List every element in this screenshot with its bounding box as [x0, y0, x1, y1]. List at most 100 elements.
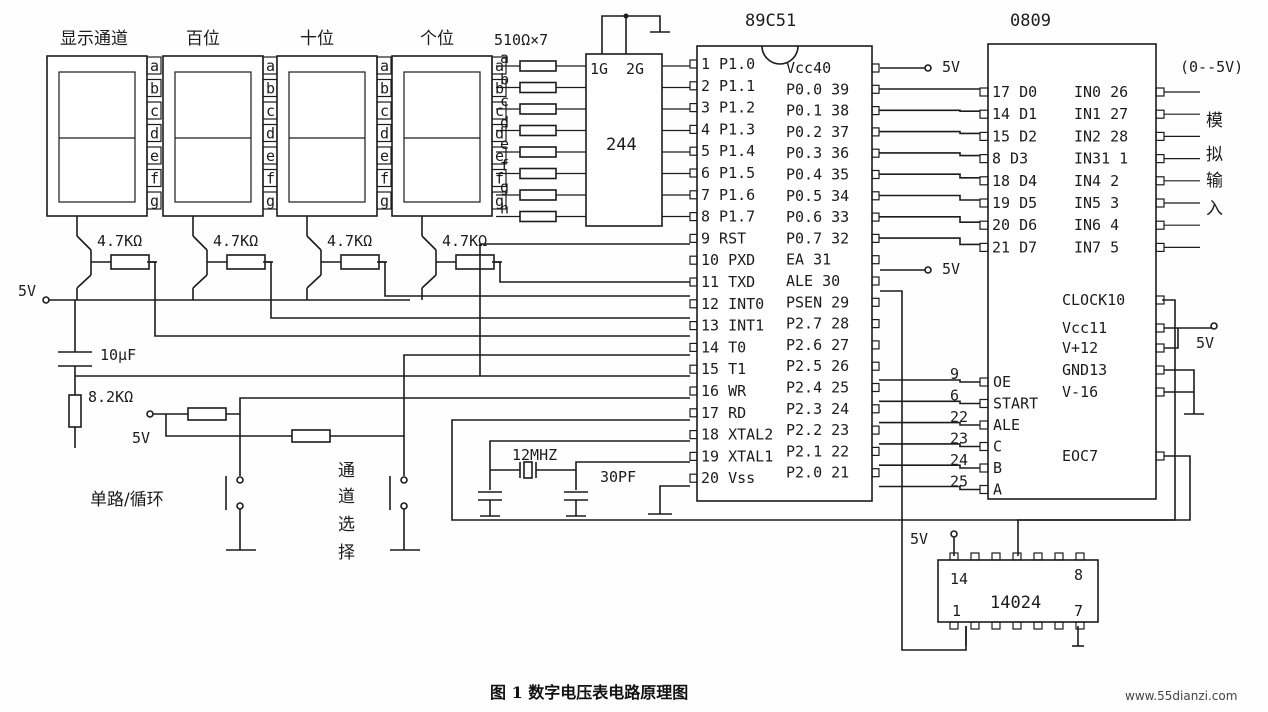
adc-vcc-label: 5V: [1196, 334, 1214, 352]
counter-pin-8: 8: [1074, 566, 1083, 584]
counter-name: 14024: [990, 593, 1041, 613]
analog-input-char: 模: [1206, 111, 1223, 131]
mcu-right-pin: P0.4 35: [786, 166, 849, 184]
segment-label-b: b: [266, 80, 275, 98]
mcu-right-pin: ALE 30: [786, 272, 840, 290]
adc-analog-pin: IN4 2: [1074, 172, 1119, 190]
adc-data-pin: 18 D4: [992, 172, 1037, 190]
segment-label-d: d: [380, 125, 389, 143]
crystal-cap-label: 30PF: [600, 468, 636, 486]
segment-label-g: g: [380, 192, 389, 210]
adc-name: 0809: [1010, 11, 1051, 31]
mcu-left-pin: 13 INT1: [701, 317, 764, 335]
channel-select-char: 道: [338, 487, 355, 507]
counter-pin-7: 7: [1074, 602, 1083, 620]
segment-label-b: b: [150, 80, 159, 98]
mcu-right-pin: P2.3 24: [786, 400, 849, 418]
mode-switch-label[interactable]: 单路/循环: [90, 490, 164, 510]
mcu-right-pin: P0.3 36: [786, 144, 849, 162]
digit-title-tens: 十位: [300, 29, 334, 49]
mcu-right-pin: P0.6 33: [786, 208, 849, 226]
buffer-pin-1g: 1G: [590, 60, 608, 78]
digit-title-channel: 显示通道: [60, 29, 128, 49]
mcu-right-pin: P2.2 23: [786, 421, 849, 439]
mcu-left-pin: 12 INT0: [701, 295, 764, 313]
segment-label-a: a: [266, 57, 275, 75]
mcu-vcc-label: 5V: [942, 58, 960, 76]
mcu-left-pin: 7 P1.6: [701, 186, 755, 204]
adc-ctrl-pin: START: [993, 395, 1038, 413]
mcu-body: [696, 45, 873, 502]
switch-group: 单路/循环 通 道 选 择 5V 5V: [18, 282, 355, 563]
segment-label-g: g: [495, 192, 504, 210]
segment-label-f: f: [150, 170, 159, 188]
adc-analog-pin: IN6 4: [1074, 216, 1119, 234]
adc-right-pin: CLOCK10: [1062, 291, 1125, 309]
segment-label-d: d: [495, 125, 504, 143]
channel-select-char: 通: [338, 461, 355, 481]
mcu-left-pin: 14 T0: [701, 338, 746, 356]
segment-label-f: f: [266, 170, 275, 188]
segment-label-d: d: [150, 125, 159, 143]
mcu-right-pin: P2.0 21: [786, 464, 849, 482]
adc-analog-pin: IN5 3: [1074, 194, 1119, 212]
resistor-input-d: d: [500, 114, 509, 132]
mcu-name: 89C51: [745, 11, 796, 31]
adc-ctrl-pin: OE: [993, 373, 1011, 391]
adc-analog-pin: IN0 26: [1074, 83, 1128, 101]
crystal-freq-label: 12MHZ: [512, 446, 557, 464]
mcu-left-pin: 11 TXD: [701, 273, 755, 291]
mcu-left-pin: 16 WR: [701, 382, 747, 400]
segment-label-g: g: [150, 192, 159, 210]
reset-res-label: 8.2KΩ: [88, 388, 133, 406]
analog-input-char: 拟: [1206, 145, 1223, 165]
counter-pin-14: 14: [950, 570, 968, 588]
adc-analog-pin: IN7 5: [1074, 238, 1119, 256]
mcu-left-pin: 10 PXD: [701, 251, 755, 269]
digit-title-ones: 个位: [420, 29, 454, 49]
mcu-left-pin: 9 RST: [701, 229, 746, 247]
mcu-right-pin: Vcc40: [786, 59, 831, 77]
mcu-left-pin: 1 P1.0: [701, 55, 755, 73]
adc-analog-pin: IN2 28: [1074, 127, 1128, 145]
adc-data-pin: 20 D6: [992, 216, 1037, 234]
segment-label-f: f: [380, 170, 389, 188]
adc-ctrl-pin-num: 25: [950, 473, 968, 491]
mcu-right-pin: EA 31: [786, 251, 831, 269]
adc-right-pin: V+12: [1062, 339, 1098, 357]
mcu-89c51: 89C51 1 P1.02 P1.13 P1.24 P1.35 P1.46 P1…: [689, 11, 960, 502]
switch-supply-label: 5V: [132, 429, 150, 447]
channel-select-char: 选: [338, 515, 355, 535]
segment-label-b: b: [495, 80, 504, 98]
adc-ctrl-pin-num: 24: [950, 451, 968, 469]
mcu-left-pin: 17 RD: [701, 404, 746, 422]
resistor-input-c: c: [500, 92, 509, 110]
resistor-input-f: f: [500, 157, 509, 175]
segment-label-e: e: [495, 147, 504, 165]
adc-ctrl-pin: ALE: [993, 416, 1020, 434]
base-resistor-label: 4.7KΩ: [213, 232, 258, 250]
segment-label-f: f: [495, 170, 504, 188]
adc-ctrl-pin: C: [993, 438, 1002, 456]
buffer-enable-wire: [601, 15, 661, 54]
segment-label-a: a: [150, 57, 159, 75]
adc-right-pin: EOC7: [1062, 447, 1098, 465]
adc-right-pin: V-16: [1062, 383, 1098, 401]
counter-vcc-label: 5V: [910, 530, 928, 548]
adc-right-pin: Vcc11: [1062, 319, 1107, 337]
adc-right-pin: GND13: [1062, 361, 1107, 379]
digit-title-hundreds: 百位: [186, 29, 220, 49]
adc-analog-pin: IN1 27: [1074, 105, 1128, 123]
mcu-right-pin: P2.1 22: [786, 442, 849, 460]
buffer-body: [585, 53, 663, 227]
mcu-right-pin: PSEN 29: [786, 293, 849, 311]
segment-label-d: d: [266, 125, 275, 143]
mcu-left-pin: 5 P1.4: [701, 142, 755, 160]
adc-ctrl-pin-num: 9: [950, 365, 959, 383]
mcu-right-pin: P2.7 28: [786, 315, 849, 333]
base-resistor-label: 4.7KΩ: [442, 232, 487, 250]
reset-cap-label: 10μF: [100, 346, 136, 364]
